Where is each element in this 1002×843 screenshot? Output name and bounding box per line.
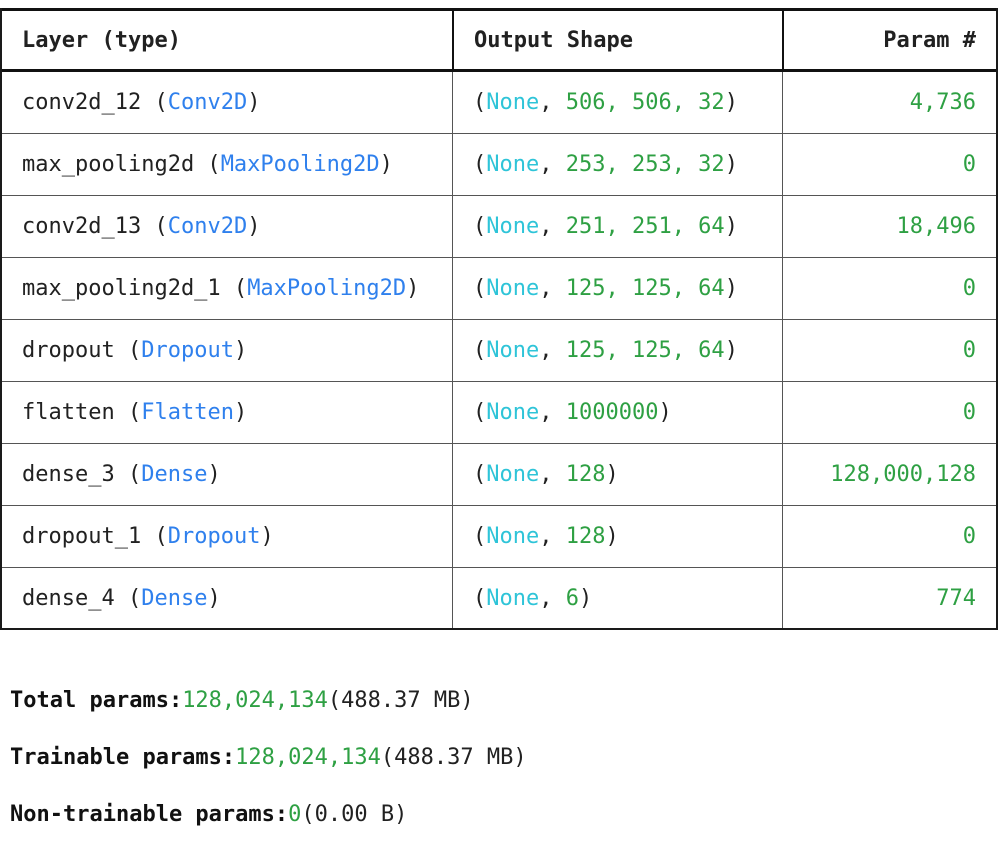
batch-none: None — [486, 90, 540, 115]
batch-none: None — [486, 276, 540, 301]
layer-class: Dense — [141, 585, 208, 611]
table-row: dense_4 (Dense) (None, 6) 774 — [2, 568, 996, 630]
shape-cell: (None, 253, 253, 32) — [452, 134, 782, 195]
summary-label: Trainable params: — [10, 745, 236, 770]
layer-name: dense_4 — [22, 585, 115, 611]
layer-class: Conv2D — [167, 214, 248, 239]
param-cell: 128,000,128 — [782, 444, 996, 505]
shape-cell: (None, 125, 125, 64) — [452, 258, 782, 319]
shape-dims: 125, 125, 64 — [565, 276, 725, 301]
layer-cell: max_pooling2d_1 (MaxPooling2D) — [22, 276, 420, 301]
layer-name: conv2d_12 — [22, 90, 142, 115]
summary-size: (0.00 B) — [301, 802, 408, 827]
layer-name: conv2d_13 — [22, 214, 142, 239]
non-trainable-params-line: Non-trainable params: 0 (0.00 B) — [10, 786, 527, 843]
table-header-row: Layer (type) Output Shape Param # — [2, 8, 996, 72]
layer-class: MaxPooling2D — [247, 276, 407, 301]
table-row: conv2d_13 (Conv2D) (None, 251, 251, 64) … — [2, 196, 996, 258]
batch-none: None — [486, 585, 540, 611]
summary-label: Non-trainable params: — [10, 802, 289, 827]
total-params-line: Total params: 128,024,134 (488.37 MB) — [10, 672, 527, 729]
summary-value: 0 — [288, 802, 302, 827]
summary-value: 128,024,134 — [182, 688, 328, 713]
table-row: dense_3 (Dense) (None, 128) 128,000,128 — [2, 444, 996, 506]
shape-cell: (None, 506, 506, 32) — [452, 72, 782, 133]
layer-cell: dropout_1 (Dropout) — [22, 524, 274, 549]
shape-cell: (None, 128) — [452, 444, 782, 505]
header-layer-type: Layer (type) — [22, 27, 181, 53]
summary-size: (488.37 MB) — [380, 745, 527, 770]
shape-dims: 506, 506, 32 — [565, 90, 725, 115]
layer-class: MaxPooling2D — [220, 152, 380, 177]
summary-value: 128,024,134 — [235, 745, 381, 770]
shape-dims: 125, 125, 64 — [565, 338, 725, 363]
batch-none: None — [486, 462, 540, 487]
param-cell: 0 — [782, 258, 996, 319]
param-cell: 774 — [782, 568, 996, 628]
param-cell: 0 — [782, 134, 996, 195]
shape-dims: 251, 251, 64 — [565, 214, 725, 239]
layer-class: Conv2D — [167, 90, 248, 115]
batch-none: None — [486, 338, 540, 363]
layer-name: dropout_1 — [22, 524, 142, 549]
layer-class: Flatten — [141, 400, 234, 425]
param-cell: 4,736 — [782, 72, 996, 133]
summary-size: (488.37 MB) — [327, 688, 474, 713]
shape-cell: (None, 128) — [452, 506, 782, 567]
layer-name: max_pooling2d — [22, 152, 195, 177]
table-row: max_pooling2d (MaxPooling2D) (None, 253,… — [2, 134, 996, 196]
shape-dims: 253, 253, 32 — [565, 152, 725, 177]
layer-class: Dropout — [167, 524, 261, 549]
shape-dims: 128 — [565, 524, 606, 549]
layer-name: dense_3 — [22, 462, 115, 487]
trainable-params-line: Trainable params: 128,024,134 (488.37 MB… — [10, 729, 527, 786]
layer-cell: conv2d_13 (Conv2D) — [22, 214, 261, 239]
shape-dims: 1000000 — [565, 400, 659, 425]
header-param-count: Param # — [782, 11, 996, 69]
table-row: dropout_1 (Dropout) (None, 128) 0 — [2, 506, 996, 568]
header-output-shape: Output Shape — [452, 11, 782, 69]
layer-name: dropout — [22, 338, 115, 363]
batch-none: None — [486, 152, 540, 177]
layer-cell: dense_3 (Dense) — [22, 462, 221, 487]
params-summary: Total params: 128,024,134 (488.37 MB) Tr… — [10, 672, 527, 843]
shape-cell: (None, 125, 125, 64) — [452, 320, 782, 381]
layer-cell: flatten (Flatten) — [22, 400, 248, 425]
param-cell: 0 — [782, 382, 996, 443]
shape-cell: (None, 251, 251, 64) — [452, 196, 782, 257]
batch-none: None — [486, 524, 540, 549]
shape-dims: 6 — [565, 585, 579, 611]
summary-label: Total params: — [10, 688, 183, 713]
layer-class: Dropout — [141, 338, 234, 363]
param-cell: 0 — [782, 506, 996, 567]
param-cell: 0 — [782, 320, 996, 381]
shape-dims: 128 — [565, 462, 606, 487]
layer-class: Dense — [141, 462, 208, 487]
layer-cell: conv2d_12 (Conv2D) — [22, 90, 261, 115]
shape-cell: (None, 1000000) — [452, 382, 782, 443]
shape-cell: (None, 6) — [452, 568, 782, 628]
layer-name: max_pooling2d_1 — [22, 276, 221, 301]
table-row: flatten (Flatten) (None, 1000000) 0 — [2, 382, 996, 444]
table-row: conv2d_12 (Conv2D) (None, 506, 506, 32) … — [2, 72, 996, 134]
model-summary-table: Layer (type) Output Shape Param # conv2d… — [0, 8, 998, 630]
table-row: max_pooling2d_1 (MaxPooling2D) (None, 12… — [2, 258, 996, 320]
layer-cell: dense_4 (Dense) — [22, 585, 221, 611]
layer-cell: dropout (Dropout) — [22, 338, 248, 363]
batch-none: None — [486, 400, 540, 425]
param-cell: 18,496 — [782, 196, 996, 257]
batch-none: None — [486, 214, 540, 239]
table-row: dropout (Dropout) (None, 125, 125, 64) 0 — [2, 320, 996, 382]
layer-cell: max_pooling2d (MaxPooling2D) — [22, 152, 393, 177]
layer-name: flatten — [22, 400, 115, 425]
